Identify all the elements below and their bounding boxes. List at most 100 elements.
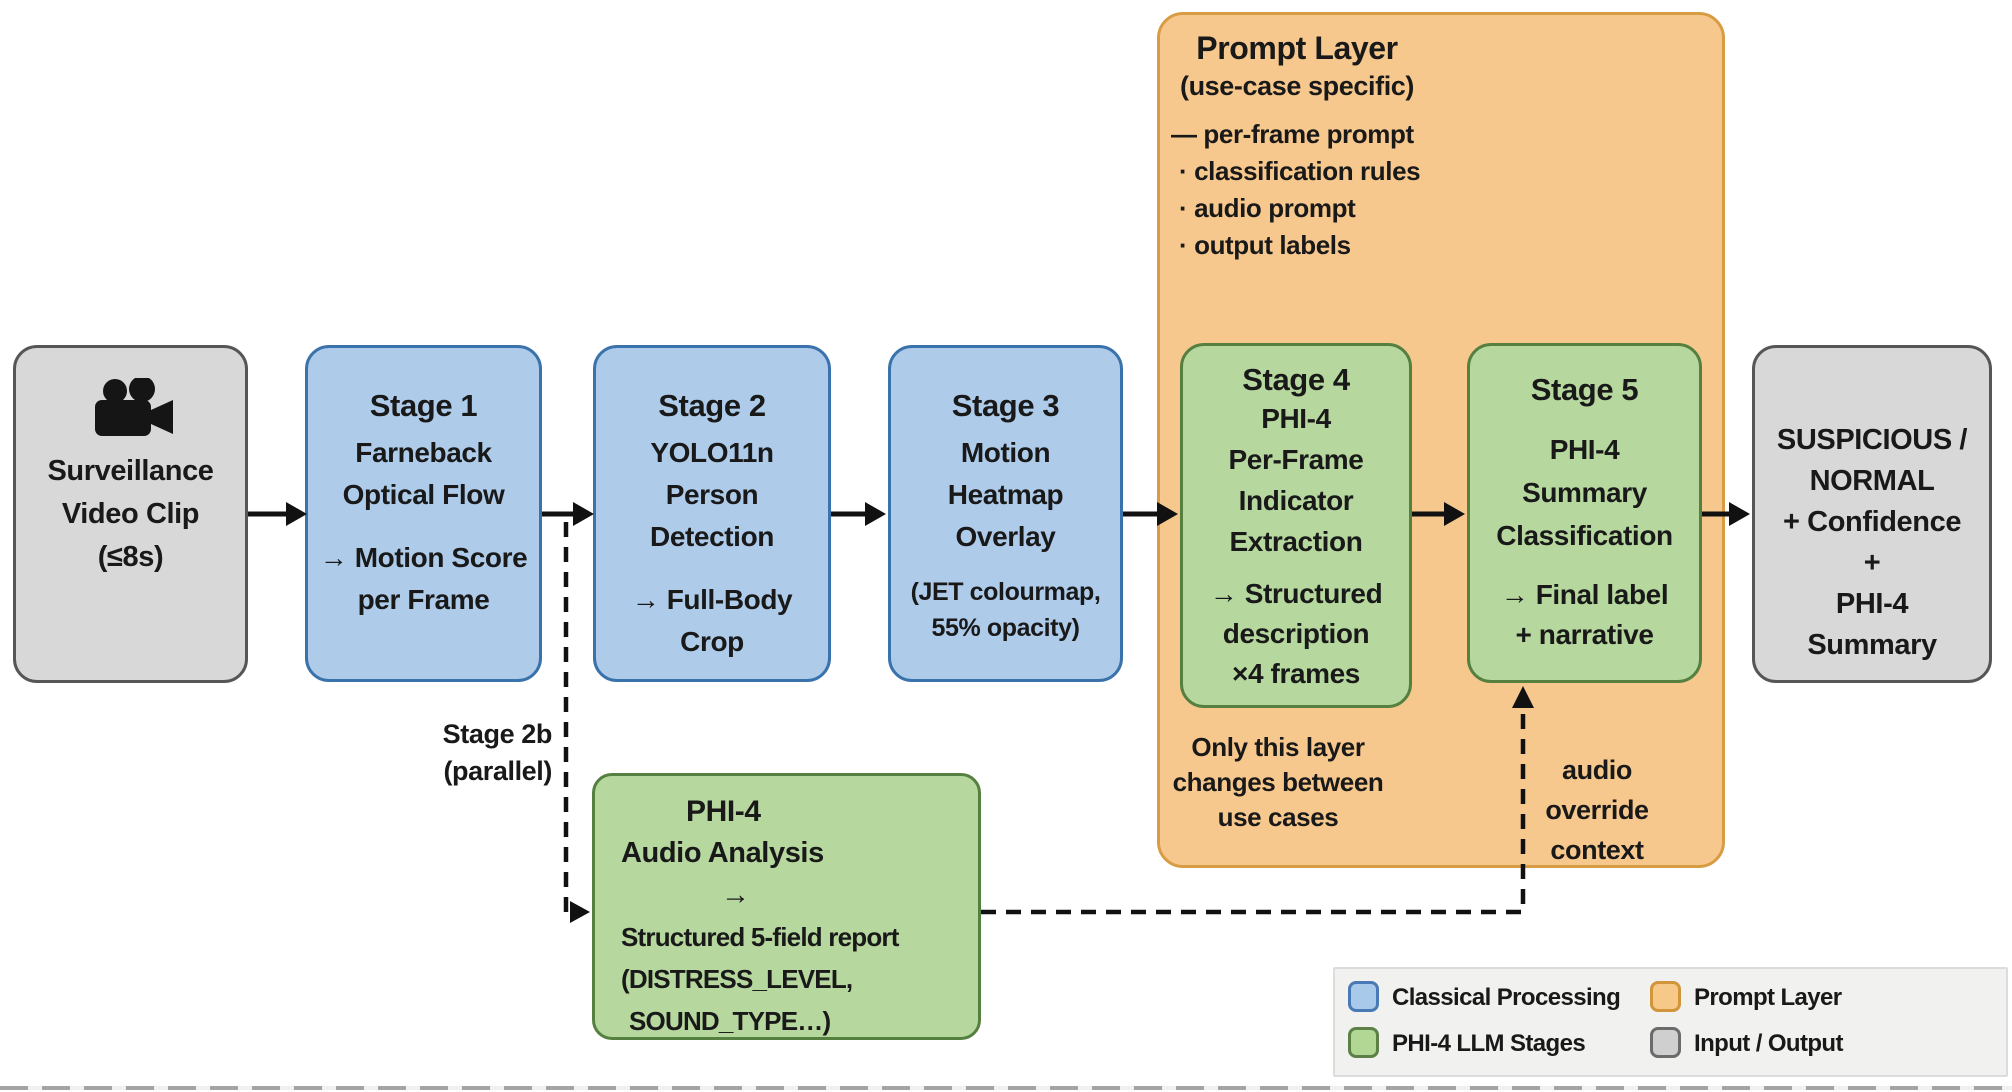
output-line: NORMAL — [1809, 465, 1935, 497]
stage1-body: Farneback Optical Flow — [343, 432, 505, 516]
stage2b-label: Stage 2b (parallel) — [402, 716, 553, 790]
legend-swatch-classical — [1348, 981, 1379, 1012]
stage5-output-line: → Final label — [1500, 579, 1669, 610]
output-line: Summary — [1807, 629, 1937, 661]
audio-analysis-box: PHI-4 Audio Analysis → Structured 5-fiel… — [592, 773, 981, 1040]
stage2-line: YOLO11n — [650, 437, 774, 468]
input-line: Video Clip — [61, 498, 200, 530]
prompt-layer-footnote: Only this layer changes between use case… — [1163, 730, 1393, 835]
stage4-title: Stage 4 — [1242, 362, 1350, 397]
stage4-line: Extraction — [1229, 526, 1363, 557]
stage2-output: → Full-Body Crop — [631, 579, 793, 663]
stage4-body: PHI-4 Per-Frame Indicator Extraction — [1229, 398, 1364, 562]
bottom-artifact-line — [0, 1086, 2012, 1090]
prompt-layer-text: Prompt Layer (use-case specific) — per-f… — [1157, 28, 1437, 264]
stage2-body: YOLO11n Person Detection — [650, 432, 774, 558]
output-line: SUSPICIOUS / — [1776, 424, 1968, 456]
stage3-note-line: (JET colourmap, — [910, 578, 1101, 606]
input-line: (≤8s) — [97, 541, 164, 573]
stage4-output-line: ×4 frames — [1232, 658, 1360, 689]
legend-swatch-prompt — [1650, 981, 1681, 1012]
stage2-output-line: → Full-Body — [631, 584, 793, 615]
stage1-output: → Motion Score per Frame — [320, 537, 528, 621]
audio-box-text: PHI-4 Audio Analysis → Structured 5-fiel… — [595, 776, 978, 1042]
arrow-stage4-to-stage5 — [1412, 502, 1465, 526]
stage5-body: PHI-4 Summary Classification — [1496, 428, 1673, 557]
stage5-line: PHI-4 — [1549, 434, 1620, 465]
arrow-stage2-to-stage3 — [831, 502, 886, 526]
output-box: SUSPICIOUS / NORMAL + Confidence + PHI-4… — [1752, 345, 1992, 683]
stage2-line: Person — [665, 479, 759, 510]
input-line: Surveillance — [47, 455, 214, 487]
audio-override-note: audio override context — [1527, 750, 1667, 870]
legend-swatch-io — [1650, 1027, 1681, 1058]
stage3-line: Heatmap — [947, 479, 1064, 510]
audio-box-arrow-line: → — [721, 879, 750, 911]
stage1-title: Stage 1 — [369, 388, 478, 423]
output-line: + Confidence — [1782, 506, 1962, 538]
arrow-stage5-to-output — [1702, 502, 1750, 526]
dashed-audio-to-stage5 — [981, 686, 1534, 915]
output-line: PHI-4 — [1835, 588, 1909, 620]
audio-box-line: (DISTRESS_LEVEL, — [621, 964, 853, 994]
audio-note-line: override — [1545, 795, 1649, 825]
arrow-stage3-to-stage4 — [1123, 502, 1178, 526]
legend-label-prompt: Prompt Layer — [1694, 984, 1842, 1011]
footnote-line: use cases — [1217, 802, 1339, 832]
legend-label-classical: Classical Processing — [1392, 984, 1621, 1011]
prompt-layer-item: · output labels — [1179, 230, 1351, 260]
prompt-layer-item: · classification rules — [1179, 156, 1421, 186]
stage2-output-line: Crop — [680, 626, 744, 657]
output-line: + — [1863, 547, 1881, 579]
stage4-line: Indicator — [1238, 485, 1354, 516]
prompt-layer-title: Prompt Layer — [1196, 30, 1398, 66]
audio-box-line: Structured 5-field report — [621, 922, 899, 952]
footnote-line: Only this layer — [1191, 732, 1365, 762]
stage2b-line: (parallel) — [443, 756, 552, 786]
stage3-box: Stage 3 Motion Heatmap Overlay (JET colo… — [888, 345, 1123, 682]
stage5-box: Stage 5 PHI-4 Summary Classification → F… — [1467, 343, 1702, 683]
stage2-box: Stage 2 YOLO11n Person Detection → Full-… — [593, 345, 831, 682]
stage1-line: Farneback — [355, 437, 492, 468]
stage1-line: Optical Flow — [342, 479, 505, 510]
stage4-output-line: → Structured — [1209, 578, 1383, 609]
prompt-layer-item: · audio prompt — [1179, 193, 1356, 223]
audio-box-line: SOUND_TYPE…) — [629, 1006, 831, 1036]
stage3-title: Stage 3 — [951, 388, 1060, 423]
stage2-line: Detection — [650, 521, 774, 552]
audio-box-title: PHI-4 — [686, 795, 761, 828]
legend-label-llm: PHI-4 LLM Stages — [1392, 1030, 1586, 1057]
stage3-line: Overlay — [955, 521, 1056, 552]
stage4-line: Per-Frame — [1228, 444, 1364, 475]
audio-box-line: Audio Analysis — [621, 837, 824, 869]
stage5-output-line: + narrative — [1515, 619, 1654, 650]
stage5-output: → Final label + narrative — [1501, 575, 1669, 655]
stage4-output: → Structured description ×4 frames — [1210, 574, 1383, 694]
stage3-note-line: 55% opacity) — [931, 614, 1080, 642]
stage4-line: PHI-4 — [1261, 403, 1331, 434]
stage1-output-line: per Frame — [357, 584, 490, 615]
video-camera-icon — [94, 378, 173, 436]
audio-note-line: context — [1550, 835, 1644, 865]
arrow-stage1-to-stage2 — [542, 502, 594, 526]
input-box: Surveillance Video Clip (≤8s) — [13, 345, 248, 683]
arrow-input-to-stage1 — [248, 502, 307, 526]
audio-note-line: audio — [1562, 755, 1632, 785]
stage1-output-line: → Motion Score — [319, 542, 528, 573]
stage3-line: Motion — [960, 437, 1051, 468]
stage5-line: Summary — [1522, 477, 1647, 508]
output-box-label: SUSPICIOUS / NORMAL + Confidence + PHI-4… — [1776, 420, 1968, 666]
stage5-line: Classification — [1496, 520, 1673, 551]
stage3-body: Motion Heatmap Overlay — [947, 432, 1064, 558]
stage5-title: Stage 5 — [1530, 372, 1639, 407]
prompt-layer-subtitle: (use-case specific) — [1179, 71, 1415, 101]
stage3-note: (JET colourmap, 55% opacity) — [911, 574, 1101, 646]
stage1-box: Stage 1 Farneback Optical Flow → Motion … — [305, 345, 542, 682]
footnote-line: changes between — [1172, 767, 1384, 797]
stage2b-line: Stage 2b — [442, 719, 553, 749]
stage4-box: Stage 4 PHI-4 Per-Frame Indicator Extrac… — [1180, 343, 1412, 708]
prompt-layer-item: — per-frame prompt — [1171, 119, 1414, 149]
legend: Classical Processing PHI-4 LLM Stages Pr… — [1333, 967, 2008, 1077]
